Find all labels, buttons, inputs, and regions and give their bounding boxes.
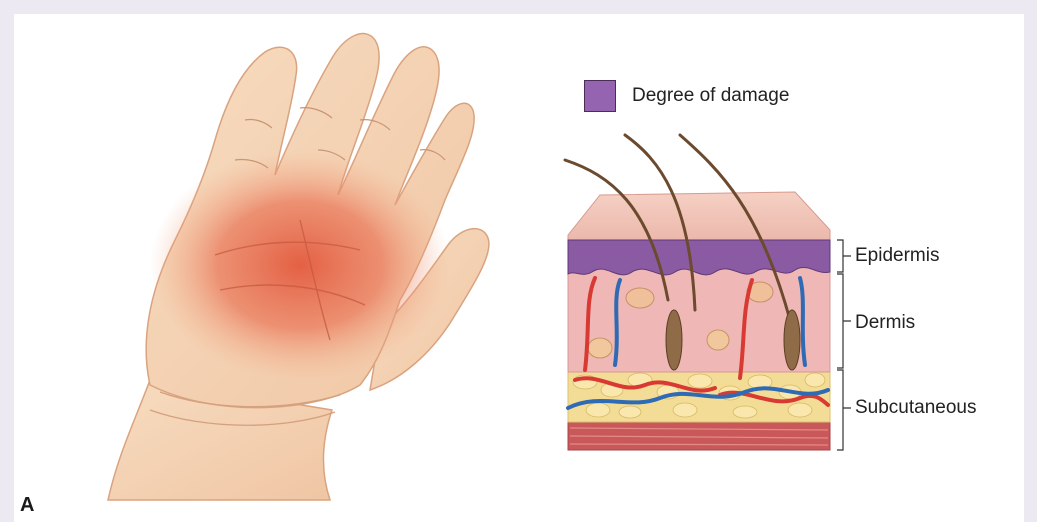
panel-label: A [20, 494, 34, 517]
bracket-dermis [837, 274, 851, 368]
skin-cross-section [565, 135, 830, 450]
legend-swatch [584, 80, 616, 112]
hand-illustration [108, 34, 489, 500]
burn-redness [150, 150, 450, 380]
bracket-subcutaneous [837, 370, 851, 450]
bracket-epidermis [837, 240, 851, 272]
legend-label: Degree of damage [632, 85, 789, 107]
muscle-layer [568, 420, 830, 450]
damaged-epidermis [568, 240, 830, 275]
epidermis-label: Epidermis [855, 245, 939, 267]
dermis-label: Dermis [855, 312, 915, 334]
subcutaneous-label: Subcutaneous [855, 397, 977, 419]
layer-brackets [837, 240, 851, 450]
